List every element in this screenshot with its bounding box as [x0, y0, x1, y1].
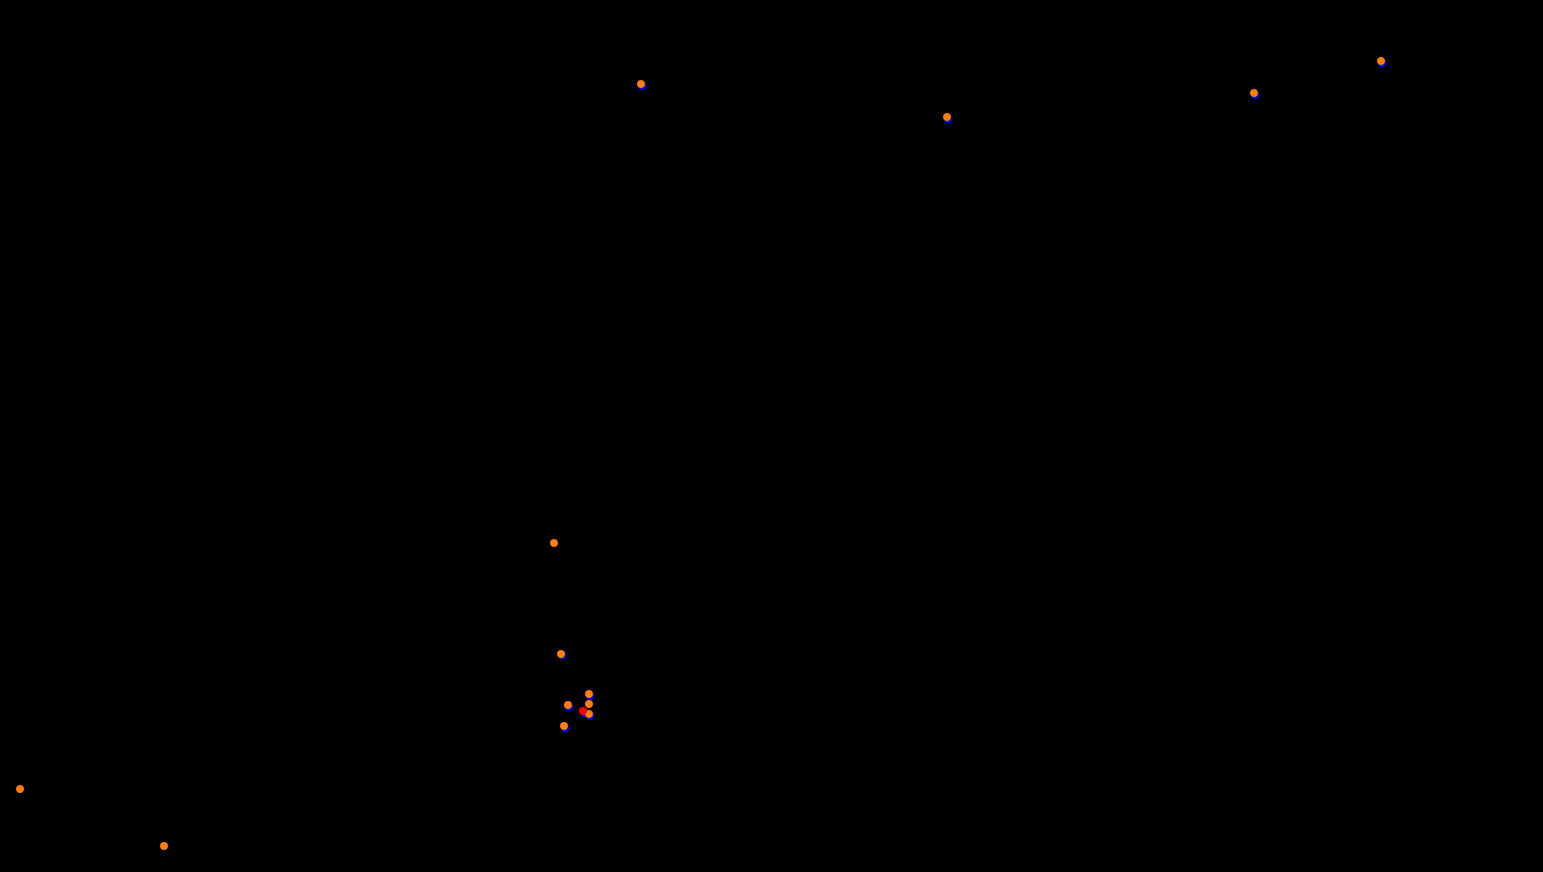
- orange-data-point: [557, 650, 565, 658]
- orange-data-point: [585, 690, 593, 698]
- orange-data-point: [160, 842, 168, 850]
- orange-data-point: [585, 710, 593, 718]
- orange-data-point: [550, 539, 558, 547]
- orange-data-point: [564, 701, 572, 709]
- orange-data-point: [16, 785, 24, 793]
- orange-data-point: [1250, 89, 1258, 97]
- orange-data-point: [585, 700, 593, 708]
- orange-data-point: [560, 722, 568, 730]
- orange-data-point: [943, 113, 951, 121]
- orange-data-point: [1377, 57, 1385, 65]
- orange-data-point: [637, 80, 645, 88]
- red-data-point: [579, 707, 587, 715]
